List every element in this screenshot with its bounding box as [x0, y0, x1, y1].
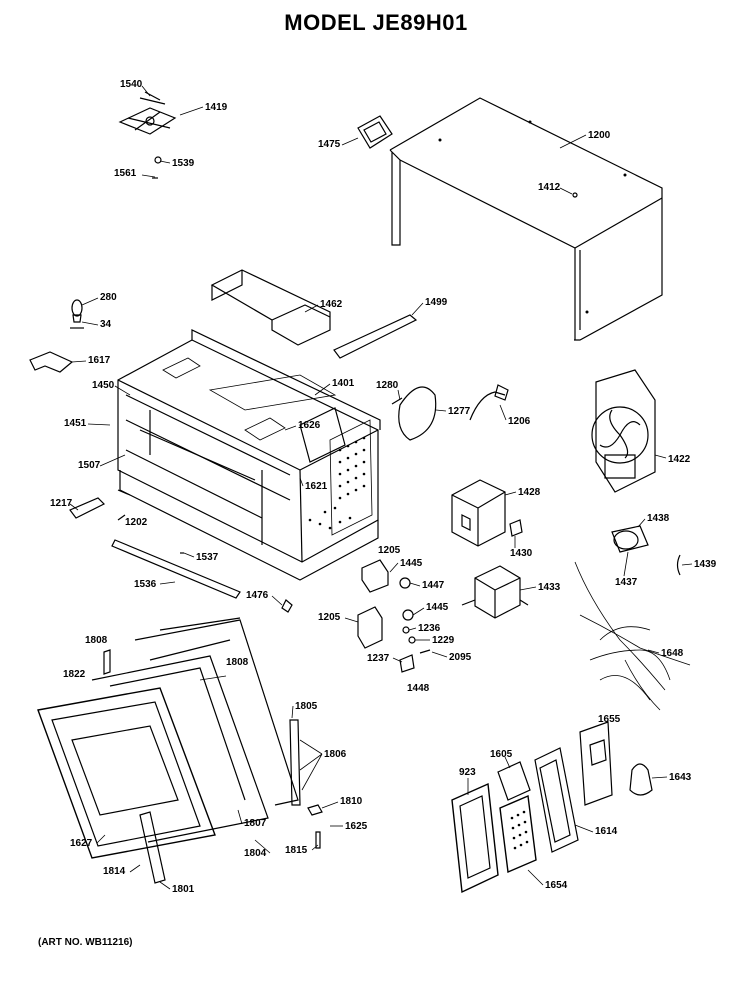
label-1605: 1605: [490, 749, 513, 760]
label-1202: 1202: [125, 517, 148, 528]
label-1451: 1451: [64, 418, 87, 429]
door-assembly: [37, 617, 323, 884]
label-34: 34: [100, 319, 112, 330]
label-1450: 1450: [92, 380, 115, 391]
label-1648: 1648: [661, 648, 684, 659]
label-1277: 1277: [448, 406, 471, 417]
label-1807: 1807: [244, 818, 267, 829]
label-1236: 1236: [418, 623, 441, 634]
label-1626: 1626: [298, 420, 321, 431]
label-1814: 1814: [103, 866, 126, 877]
label-1445b: 1445: [426, 602, 449, 613]
label-1627: 1627: [70, 838, 93, 849]
bracket-1617: [29, 351, 74, 373]
label-1654: 1654: [545, 880, 568, 891]
label-280: 280: [100, 292, 117, 303]
page-title: MODEL JE89H01: [284, 10, 468, 35]
label-1447: 1447: [422, 580, 445, 591]
label-1401: 1401: [332, 378, 355, 389]
label-1815: 1815: [285, 845, 308, 856]
gasket-1475: [357, 115, 393, 149]
label-1621: 1621: [305, 481, 328, 492]
label-1822: 1822: [63, 669, 86, 680]
part-1439: [676, 554, 681, 576]
label-1808a: 1808: [85, 635, 108, 646]
label-1280: 1280: [376, 380, 399, 391]
label-1643: 1643: [669, 772, 692, 783]
label-1205a: 1205: [378, 545, 401, 556]
switch-1205b: [357, 606, 383, 649]
label-2095: 2095: [449, 652, 472, 663]
power-cord-1206: [469, 384, 509, 421]
duct-1462: [210, 269, 331, 346]
label-1412: 1412: [538, 182, 561, 193]
label-1808b: 1808: [226, 657, 249, 668]
label-1655: 1655: [598, 714, 621, 725]
part-labels: 1540 1419 1539 1561 1475 1200 1412 280 3…: [50, 79, 717, 895]
label-1561: 1561: [114, 168, 137, 179]
label-1437: 1437: [615, 577, 638, 588]
stirrer-assembly: [118, 91, 177, 179]
transformer-1433: [461, 565, 529, 619]
label-1439: 1439: [694, 559, 717, 570]
label-923: 923: [459, 767, 476, 778]
label-1540: 1540: [120, 79, 143, 90]
label-1806: 1806: [324, 749, 347, 760]
capacitor-1428: [451, 479, 506, 547]
control-panel-assembly: [451, 721, 653, 894]
lamp-280: [70, 299, 84, 329]
outer-case-1200: [389, 97, 663, 341]
label-1614: 1614: [595, 826, 618, 837]
label-1206: 1206: [508, 416, 531, 427]
label-1537: 1537: [196, 552, 219, 563]
label-1507: 1507: [78, 460, 101, 471]
label-1237: 1237: [367, 653, 390, 664]
label-1433: 1433: [538, 582, 561, 593]
plate-1277: [391, 386, 437, 441]
label-1476: 1476: [246, 590, 269, 601]
label-1205b: 1205: [318, 612, 341, 623]
label-1462: 1462: [320, 299, 343, 310]
label-1419: 1419: [205, 102, 228, 113]
small-parts: [180, 552, 431, 673]
label-1801: 1801: [172, 884, 195, 895]
label-1499: 1499: [425, 297, 448, 308]
label-1805: 1805: [295, 701, 318, 712]
label-1430: 1430: [510, 548, 533, 559]
bar-1499: [333, 314, 418, 359]
label-1475: 1475: [318, 139, 341, 150]
label-1625: 1625: [345, 821, 368, 832]
capacitor-1438: [611, 525, 649, 553]
wire-harness-1648: [574, 561, 691, 711]
rail-1536: [111, 539, 241, 599]
label-1539: 1539: [172, 158, 195, 169]
label-1428: 1428: [518, 487, 541, 498]
part-1202: [117, 514, 126, 521]
label-1448: 1448: [407, 683, 430, 694]
oven-cavity-1401: [117, 329, 381, 581]
label-1422: 1422: [668, 454, 691, 465]
part-1430: [509, 519, 523, 537]
label-1217: 1217: [50, 498, 73, 509]
label-1617: 1617: [88, 355, 111, 366]
switch-1205a: [361, 559, 389, 593]
fan-1422: [591, 369, 656, 493]
label-1810: 1810: [340, 796, 363, 807]
label-1445a: 1445: [400, 558, 423, 569]
label-1229: 1229: [432, 635, 455, 646]
label-1536: 1536: [134, 579, 157, 590]
label-1438: 1438: [647, 513, 670, 524]
label-1804: 1804: [244, 848, 267, 859]
art-number: (ART NO. WB11216): [38, 937, 133, 948]
bracket-1217: [69, 497, 106, 519]
label-1200: 1200: [588, 130, 611, 141]
leader-lines: [69, 85, 693, 890]
